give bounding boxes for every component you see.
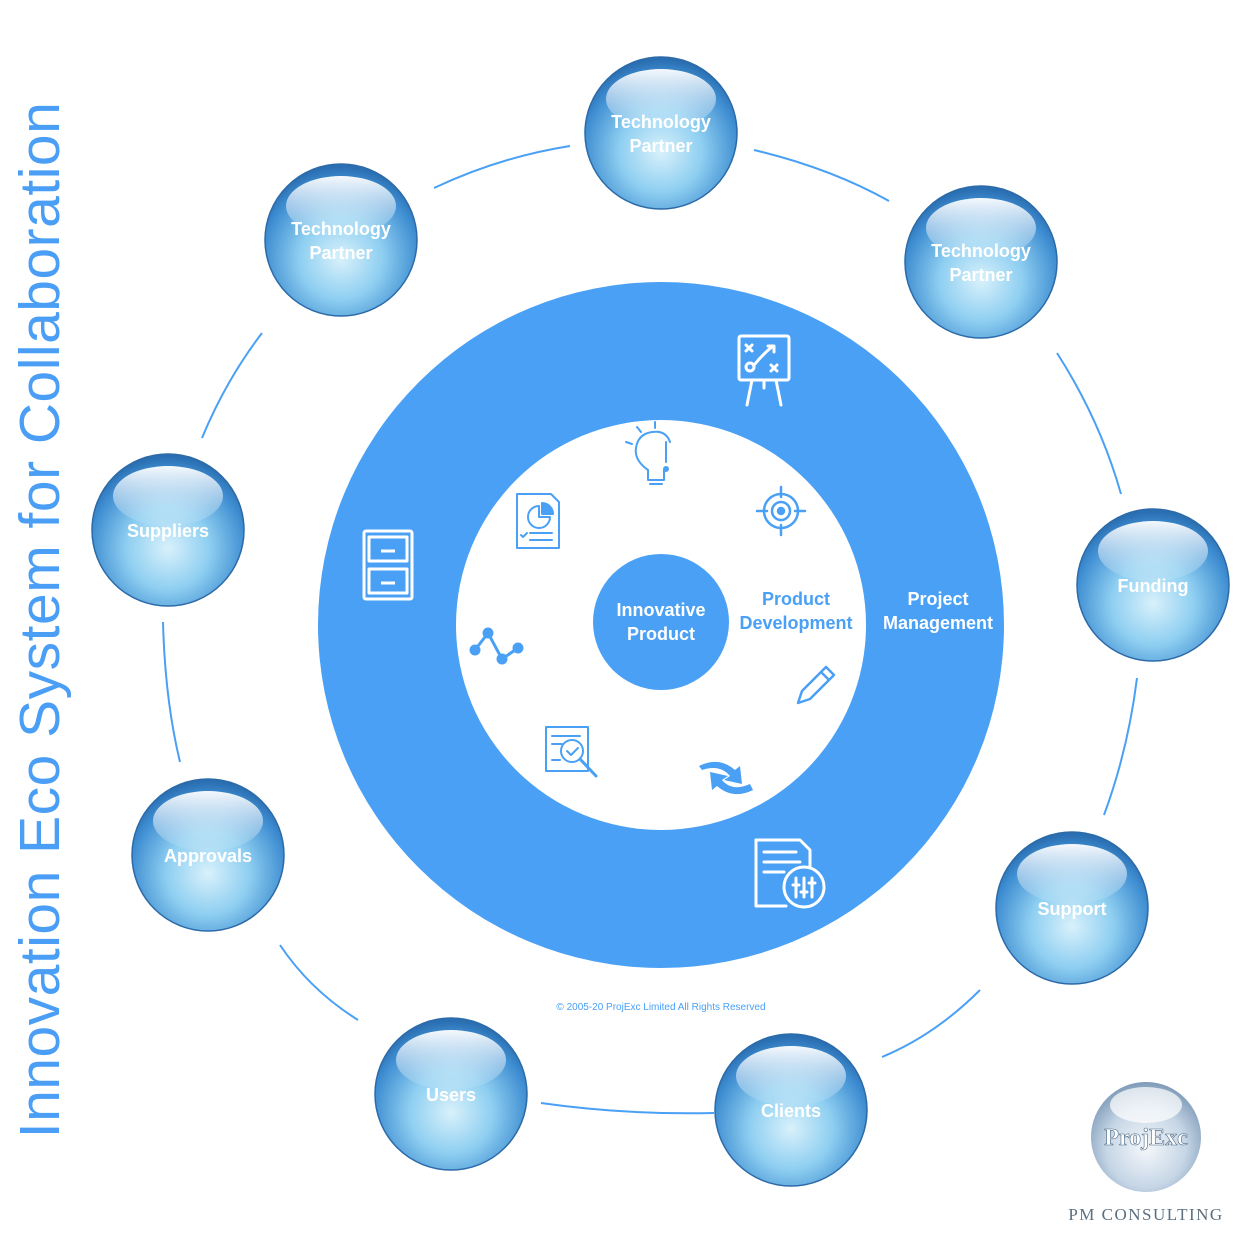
satellite-label: Support (1038, 899, 1107, 919)
strategy-board-icon (737, 334, 791, 407)
satellite-node: Clients (714, 1033, 868, 1187)
satellite-label: Partner (949, 265, 1012, 285)
connector-arc (1056, 352, 1122, 495)
satellite-node: Suppliers (91, 453, 245, 607)
sphere-highlight (1017, 844, 1127, 904)
line-graph-icon (469, 627, 524, 665)
innovative-product-label-2: Product (627, 624, 695, 644)
satellite-label: Suppliers (127, 521, 209, 541)
copyright-notice: © 2005-20 ProjExc Limited All Rights Res… (556, 1002, 765, 1013)
connector-arc (540, 1102, 715, 1115)
satellite-node: Funding (1076, 508, 1230, 662)
document-review-icon (545, 726, 598, 778)
connector-arc (753, 149, 890, 202)
connector-arc (433, 145, 571, 189)
sphere-highlight (1098, 521, 1208, 581)
brand-name: ProjExc (1104, 1125, 1188, 1151)
sphere-highlight (113, 466, 223, 526)
lightbulb-idea-icon (625, 421, 671, 485)
connector-arc (201, 332, 263, 439)
sync-arrows-icon (699, 761, 753, 795)
sphere-highlight (736, 1046, 846, 1106)
satellite-node: Users (374, 1017, 528, 1171)
brand-tagline: PM CONSULTING (1068, 1205, 1224, 1224)
connecting-arcs (162, 145, 1138, 1115)
filing-cabinet-icon (362, 529, 414, 601)
satellite-node: Approvals (131, 778, 285, 932)
sphere-highlight (606, 69, 716, 129)
satellite-label: Technology (931, 241, 1031, 261)
target-icon (755, 485, 807, 537)
connector-arc (881, 989, 981, 1058)
satellite-label: Partner (629, 136, 692, 156)
project-management-label-2: Management (883, 613, 993, 633)
innovative-product-label: Innovative (616, 600, 705, 620)
product-development-label-2: Development (739, 613, 852, 633)
document-settings-icon (754, 838, 826, 909)
satellite-label: Approvals (164, 846, 252, 866)
satellite-label: Technology (291, 219, 391, 239)
sphere-highlight (286, 176, 396, 236)
sphere-highlight (153, 791, 263, 851)
satellite-label: Users (426, 1085, 476, 1105)
connector-arc (1103, 677, 1138, 816)
projexc-logo: ProjExc (1091, 1082, 1201, 1192)
satellite-group: TechnologyPartnerTechnologyPartnerFundin… (91, 56, 1230, 1187)
satellite-label: Funding (1118, 576, 1189, 596)
report-chart-icon (516, 493, 560, 549)
innovative-product-core (593, 554, 729, 690)
connector-arc (279, 944, 359, 1021)
satellite-label: Clients (761, 1101, 821, 1121)
sphere-highlight (396, 1030, 506, 1090)
pencil-icon (796, 665, 836, 705)
connector-arc (162, 621, 181, 763)
satellite-label: Partner (309, 243, 372, 263)
product-development-label: Product (762, 589, 830, 609)
project-management-label: Project (907, 589, 968, 609)
satellite-label: Technology (611, 112, 711, 132)
sphere-highlight (926, 198, 1036, 258)
satellite-node: Support (995, 831, 1149, 985)
